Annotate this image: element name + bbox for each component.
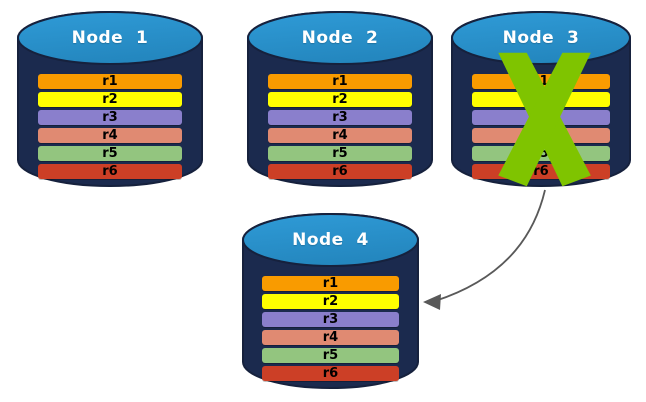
data-row-label: r5 bbox=[322, 348, 339, 363]
data-row[interactable]: r6 bbox=[262, 366, 399, 381]
data-row[interactable]: r2 bbox=[471, 92, 611, 107]
cylinder-top-cap bbox=[247, 11, 433, 65]
data-row[interactable]: r2 bbox=[268, 92, 412, 107]
cylinder-top-cap bbox=[242, 213, 419, 267]
data-row[interactable]: r1 bbox=[38, 74, 182, 89]
data-row[interactable]: r1 bbox=[471, 74, 611, 89]
data-row-label: r4 bbox=[332, 128, 348, 143]
node-4-rows: r1 r2 r3 r4 r5 r6 bbox=[262, 276, 399, 381]
cylinder-top-cap bbox=[17, 11, 203, 65]
data-row[interactable]: r4 bbox=[471, 128, 611, 143]
data-row[interactable]: r4 bbox=[268, 128, 412, 143]
data-row-label: r4 bbox=[322, 330, 339, 345]
node-2-rows: r1 r2 r3 r4 r5 r6 bbox=[268, 74, 412, 179]
data-row-label: r5 bbox=[102, 146, 118, 161]
data-row-label: r5 bbox=[533, 146, 549, 161]
data-row-label: r1 bbox=[102, 74, 118, 89]
data-row-label: r1 bbox=[332, 74, 348, 89]
data-row-label: r3 bbox=[332, 110, 348, 125]
data-row[interactable]: r5 bbox=[262, 348, 399, 363]
data-row[interactable]: r5 bbox=[38, 146, 182, 161]
data-row[interactable]: r3 bbox=[262, 312, 399, 327]
data-row-label: r2 bbox=[332, 92, 348, 107]
data-row[interactable]: r3 bbox=[38, 110, 182, 125]
data-row-label: r3 bbox=[102, 110, 118, 125]
arrow-curve bbox=[434, 189, 546, 302]
data-row-label: r5 bbox=[332, 146, 348, 161]
data-row-label: r2 bbox=[533, 92, 549, 107]
data-row-label: r6 bbox=[102, 164, 118, 179]
data-row-label: r4 bbox=[102, 128, 118, 143]
data-row-label: r2 bbox=[102, 92, 118, 107]
arrow-head-icon bbox=[423, 294, 441, 310]
data-row-label: r1 bbox=[533, 74, 549, 89]
data-row[interactable]: r2 bbox=[262, 294, 399, 309]
data-row[interactable]: r3 bbox=[471, 110, 611, 125]
data-row[interactable]: r6 bbox=[38, 164, 182, 179]
data-row[interactable]: r1 bbox=[268, 74, 412, 89]
data-row[interactable]: r5 bbox=[268, 146, 412, 161]
node-1-rows: r1 r2 r3 r4 r5 r6 bbox=[38, 74, 182, 179]
data-row-label: r3 bbox=[322, 312, 339, 327]
data-row-label: r6 bbox=[332, 164, 348, 179]
node-3-rows: r1 r2 r3 r4 r5 r6 bbox=[471, 74, 611, 179]
data-row-label: r1 bbox=[322, 276, 339, 291]
data-row-label: r6 bbox=[322, 366, 339, 381]
data-row-label: r2 bbox=[322, 294, 339, 309]
data-row-label: r3 bbox=[533, 110, 549, 125]
data-row-label: r6 bbox=[533, 164, 549, 179]
cylinder-top-cap bbox=[451, 11, 631, 65]
data-row[interactable]: r6 bbox=[268, 164, 412, 179]
data-row[interactable]: r3 bbox=[268, 110, 412, 125]
data-row[interactable]: r1 bbox=[262, 276, 399, 291]
data-row[interactable]: r4 bbox=[262, 330, 399, 345]
data-row-label: r4 bbox=[533, 128, 549, 143]
data-row[interactable]: r5 bbox=[471, 146, 611, 161]
data-row[interactable]: r2 bbox=[38, 92, 182, 107]
data-row[interactable]: r6 bbox=[471, 164, 611, 179]
data-row[interactable]: r4 bbox=[38, 128, 182, 143]
